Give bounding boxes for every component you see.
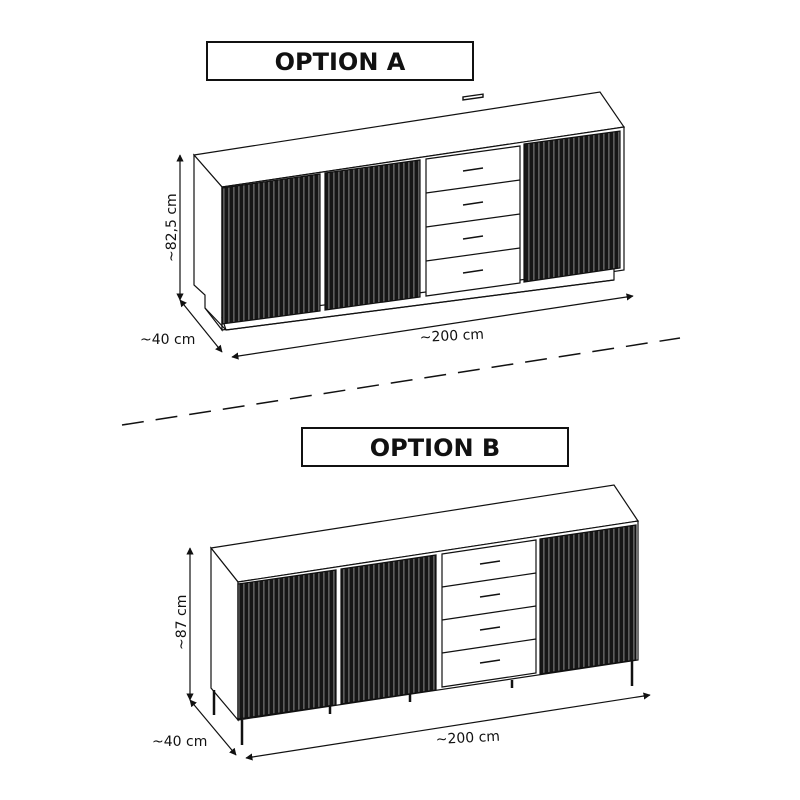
option-b-height-label: ~87 cm	[174, 595, 190, 650]
option-b-title-box: OPTION B	[301, 427, 569, 467]
option-a-depth-label: ~40 cm	[140, 332, 195, 348]
option-b-dimensions	[186, 547, 651, 761]
door-right	[523, 130, 621, 283]
option-b-title: OPTION B	[370, 434, 500, 462]
option-a-title: OPTION A	[275, 48, 406, 76]
option-a-title-box: OPTION A	[206, 41, 474, 81]
divider-dashed-line	[121, 337, 681, 426]
option-a-dimensions	[176, 154, 634, 360]
option-a-width-label: ~200 cm	[419, 327, 484, 346]
option-b-width-label: ~200 cm	[435, 729, 500, 748]
option-b-depth-label: ~40 cm	[152, 734, 207, 750]
option-a-sideboard	[192, 91, 626, 332]
width-dimension-line	[245, 692, 651, 761]
option-b: OPTION B	[152, 427, 651, 761]
drawer-handles	[462, 93, 484, 274]
depth-dimension-line	[189, 699, 237, 756]
width-dimension-line	[231, 293, 634, 360]
option-b-sideboard	[209, 484, 640, 745]
option-a: OPTION A	[140, 41, 634, 360]
door-left-2	[340, 554, 437, 705]
drawer-handle	[462, 93, 484, 101]
drawer-handles	[479, 560, 501, 664]
door-right	[539, 524, 637, 675]
option-a-height-label: ~82,5 cm	[164, 193, 180, 262]
door-left-1	[237, 569, 337, 720]
door-left-1	[221, 173, 321, 325]
door-left-2	[324, 159, 421, 311]
depth-dimension-line	[179, 299, 223, 353]
